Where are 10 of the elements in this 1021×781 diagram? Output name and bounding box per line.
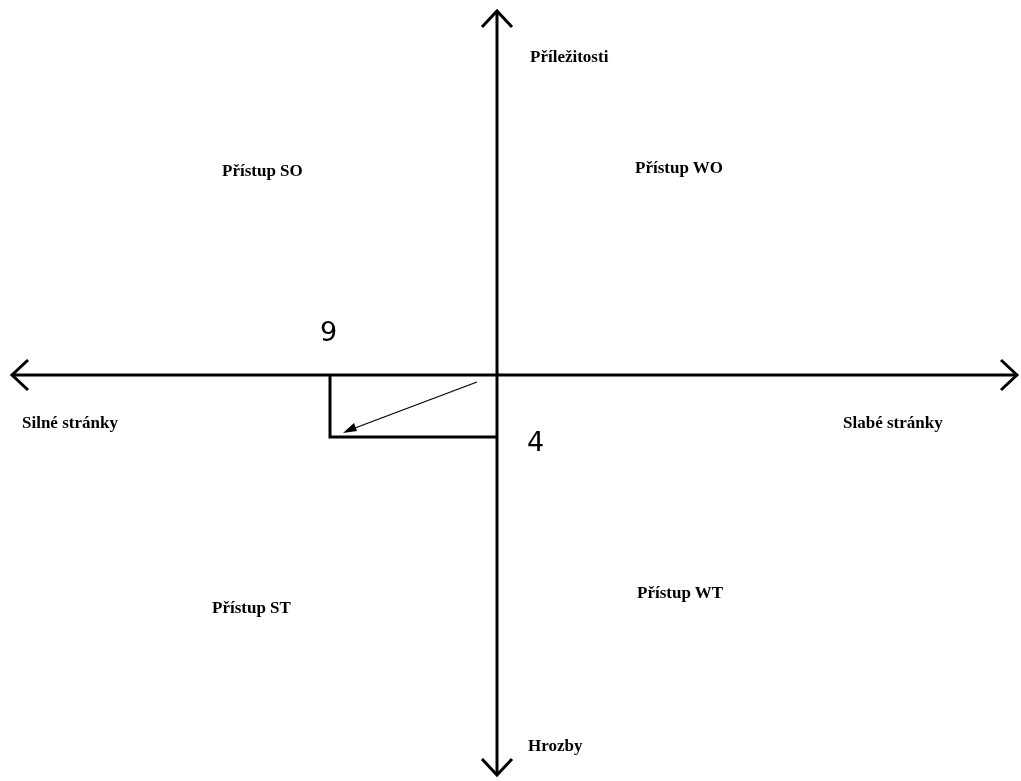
axis-label: Příležitosti <box>530 48 609 65</box>
quadrant-label: Přístup ST <box>212 599 291 616</box>
axis-label: Slabé stránky <box>843 414 943 431</box>
number-label: 4 <box>527 428 545 455</box>
axis-label: Silné stránky <box>22 414 118 431</box>
quadrant-label: Přístup WT <box>637 584 724 601</box>
quadrant-label: Přístup SO <box>222 162 303 179</box>
quadrant-label: Přístup WO <box>635 159 723 176</box>
number-label: 9 <box>320 318 338 345</box>
axis-label: Hrozby <box>528 737 583 754</box>
